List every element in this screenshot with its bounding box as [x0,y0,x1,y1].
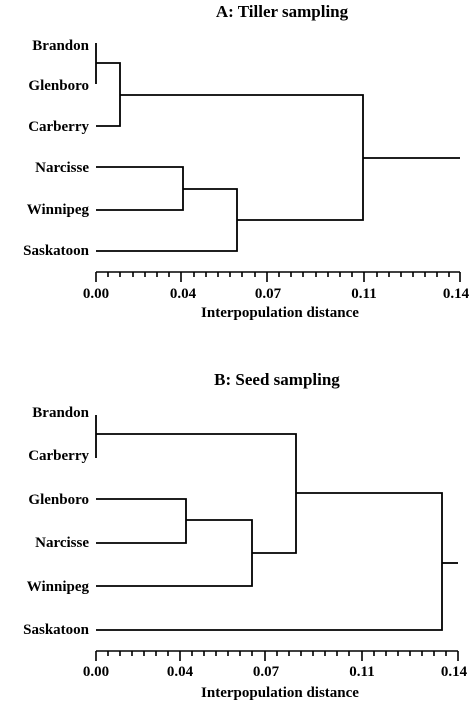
panel-a-leaf-saskatoon: Saskatoon [23,243,90,259]
panel-a-leaf-narcisse: Narcisse [35,160,89,176]
panel-b-tick-3: 0.11 [349,664,374,680]
panel-b-branch-bc-gnw [96,433,297,554]
panel-a-branch-narcisse-winnipeg [96,166,184,211]
panel-a-leaf-winnipeg: Winnipeg [27,202,90,218]
panel-b-leaf-glenboro: Glenboro [28,492,89,508]
panel-a-tick-0: 0.00 [83,286,109,302]
panel-a-leaf-glenboro: Glenboro [28,78,89,94]
panel-a-axis-ticks [95,272,461,282]
panel-a-branch-bg-carberry [96,62,121,127]
panel-a-x-axis: 0.00 0.04 0.07 0.11 0.14 Interpopulation… [83,271,470,321]
panel-b-leaf-saskatoon: Saskatoon [23,622,90,638]
panel-b-tick-4: 0.14 [441,664,468,680]
panel-a-axis-label: Interpopulation distance [201,305,359,321]
panel-a-leaf-brandon: Brandon [32,38,89,54]
panel-a-tick-2: 0.07 [255,286,282,302]
panel-b-axis-ticks [95,651,459,661]
panel-b-title: B: Seed sampling [214,370,340,389]
panel-a-branch-nw-saskatoon [96,188,238,252]
panel-a-tree [95,43,460,252]
panel-b-leaf-brandon: Brandon [32,405,89,421]
panel-b-axis-label: Interpopulation distance [201,685,359,701]
panel-b-tick-2: 0.07 [253,664,280,680]
panel-a-tick-3: 0.11 [351,286,376,302]
panel-b-branch-root [96,492,443,631]
panel-b-tick-0: 0.00 [83,664,109,680]
panel-b-x-axis: 0.00 0.04 0.07 0.11 0.14 Interpopulation… [83,650,468,701]
panel-b-leaf-winnipeg: Winnipeg [27,579,90,595]
panel-b-branch-glenboro-narcisse [96,498,187,544]
panel-a: A: Tiller sampling Brandon Glenboro Carb… [23,2,469,321]
panel-b-tick-1: 0.04 [167,664,194,680]
panel-b-branch-gn-winnipeg [96,519,253,587]
panel-a-tick-1: 0.04 [170,286,197,302]
panel-b-leaf-narcisse: Narcisse [35,535,89,551]
panel-a-tick-4: 0.14 [443,286,470,302]
panel-b: B: Seed sampling Brandon Carberry Glenbo… [23,370,467,701]
panel-a-title: A: Tiller sampling [216,2,349,21]
panel-b-leaf-carberry: Carberry [28,448,89,464]
panel-b-tree [95,415,458,631]
panel-a-leaf-carberry: Carberry [28,119,89,135]
panel-a-branch-root [120,94,364,221]
